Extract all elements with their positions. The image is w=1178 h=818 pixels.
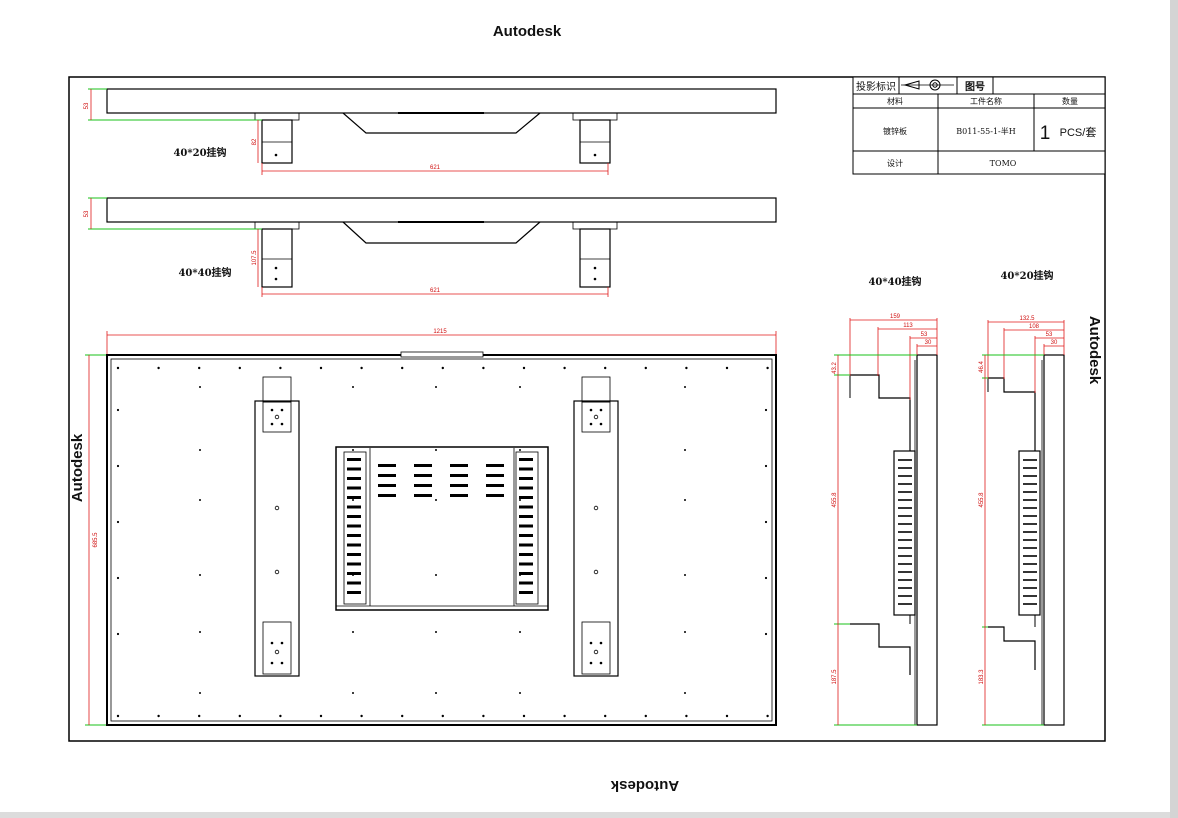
title-block: 投影标识 图号 材料 工件名称 数量 镀锌板 B011-55-1-半H 1 PC… (852, 76, 1106, 175)
vent-slots (347, 458, 533, 594)
top-view-40x20: 53 82 621 40*20挂钩 (84, 88, 777, 175)
watermark-top: Autodesk (493, 23, 562, 40)
dim-total-height: 685.5 (93, 532, 99, 548)
top-view-40x40: 53 107.5 621 40*40挂钩 (84, 197, 777, 297)
mounting-holes (116, 366, 769, 718)
dim-sl-mid: 455.8 (832, 492, 838, 508)
dim-top-span: 621 (430, 165, 441, 171)
dim-sl-bot: 187.5 (832, 669, 838, 685)
dim-top-hook-height: 82 (252, 138, 258, 145)
material-value: 镀锌板 (883, 126, 907, 136)
drawing-frame (68, 76, 1106, 742)
dim-sr-top: 46.4 (979, 361, 985, 373)
designer-value: TOMO (990, 159, 1017, 168)
dim-total-width: 1215 (433, 329, 447, 335)
part-name-header: 工件名称 (970, 96, 1002, 106)
horizontal-scrollbar[interactable] (0, 812, 1170, 818)
watermark-left: Autodesk (69, 433, 86, 502)
dim-sr-w2: 108 (1029, 324, 1040, 330)
quantity-unit: PCS/套 (1060, 126, 1097, 139)
dim-sl-top: 43.2 (832, 362, 838, 374)
dim-sr-w4: 30 (1051, 340, 1058, 346)
dim-sl-w3: 53 (921, 332, 928, 338)
side-right-title: 40*20挂钩 (1000, 269, 1053, 282)
dim-mid-hook-height: 107.5 (252, 250, 258, 266)
vertical-scrollbar[interactable] (1170, 0, 1178, 818)
side-view-40x20: 40*20挂钩 132.5 108 53 30 46.4 455.8 183.3 (979, 269, 1065, 726)
side-left-slots (898, 459, 912, 605)
dim-mid-thickness: 53 (84, 210, 90, 217)
part-name-value: B011-55-1-半H (956, 126, 1016, 136)
quantity-number: 1 (1040, 123, 1051, 144)
material-header: 材料 (887, 96, 903, 106)
projection-symbol-icon (901, 79, 954, 91)
design-label: 设计 (887, 158, 903, 168)
dim-sl-w4: 30 (925, 340, 932, 346)
hook-label-top: 40*20挂钩 (173, 146, 226, 159)
front-view-panel: 1215 685.5 (85, 329, 777, 726)
dim-sl-w1: 159 (890, 314, 901, 320)
dim-sl-w2: 113 (903, 323, 913, 329)
projection-label: 投影标识 (856, 80, 896, 93)
quantity-header: 数量 (1062, 96, 1078, 106)
side-left-title: 40*40挂钩 (868, 275, 921, 288)
dim-sr-bot: 183.3 (979, 669, 985, 685)
watermark-bottom: Autodesk (610, 777, 679, 794)
side-view-40x40: 40*40挂钩 159 113 53 30 43.2 455.8 187.5 (832, 275, 938, 726)
dim-sr-w1: 132.5 (1019, 316, 1035, 322)
dim-top-thickness: 53 (84, 102, 90, 109)
dim-sr-mid: 455.8 (979, 492, 985, 508)
dim-sr-w3: 53 (1046, 332, 1053, 338)
side-right-slots (1023, 459, 1037, 605)
hook-label-middle: 40*40挂钩 (178, 266, 231, 279)
watermark-right: Autodesk (1086, 316, 1103, 385)
dim-mid-span: 621 (430, 288, 441, 294)
drawing-no-label: 图号 (965, 81, 985, 93)
